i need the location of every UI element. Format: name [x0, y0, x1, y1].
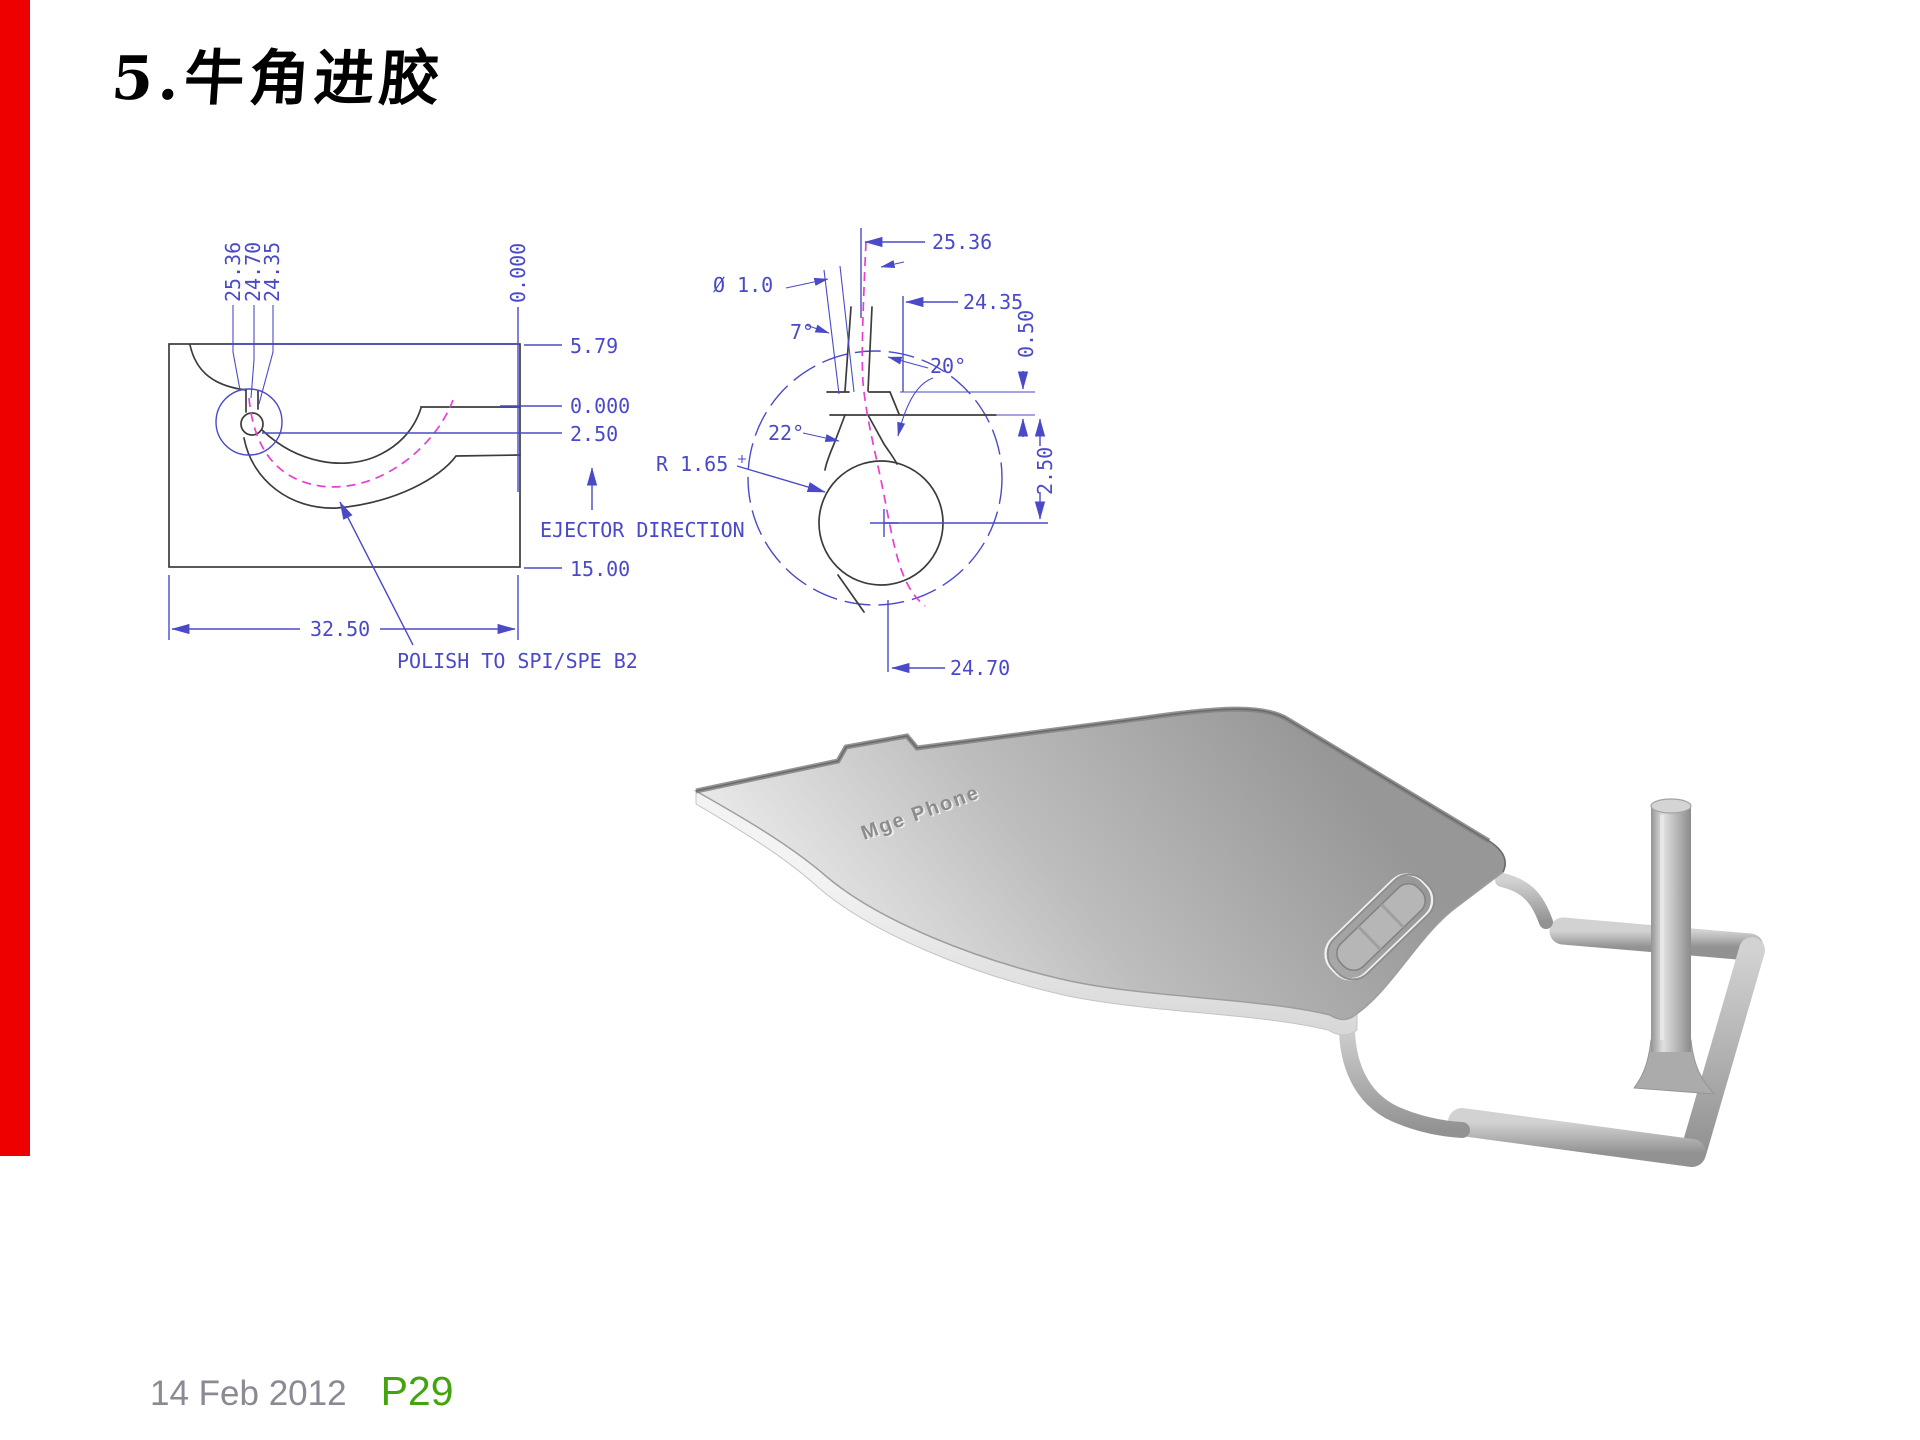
dim-step-0-50: 0.50: [1014, 310, 1038, 358]
runner-frame: [1448, 917, 1765, 1167]
dim-depth-2-50: 2.50: [1033, 447, 1057, 495]
dim-radius-r1-65: R 1.65: [656, 452, 728, 476]
dim-top-25-36: 25.36: [932, 230, 992, 254]
detail-dimension-lines: [736, 228, 1048, 674]
detail-indicator-circle: [215, 388, 283, 456]
dim-x-24-70: 24.70: [241, 242, 265, 302]
dim-x-datum: 0.000: [506, 243, 530, 303]
detail-boundary-circle: [747, 350, 1003, 606]
detail-view: 25.36 Ø 1.0 24.35 0.50 7° 20° 22° R 1.65…: [656, 228, 1057, 680]
dim-y-5-79: 5.79: [570, 334, 618, 358]
section-dimension-lines: [168, 305, 598, 646]
dim-x-24-35: 24.35: [260, 242, 284, 302]
gate-detail-centerline: [861, 241, 926, 607]
dim-y-15-00: 15.00: [570, 557, 630, 581]
dim-y-0: 0.000: [570, 394, 630, 418]
dim-x-25-36: 25.36: [221, 242, 245, 302]
section-view: 25.36 24.70 24.35 0.000 5.79 0.000 2.50 …: [168, 242, 745, 673]
polish-leader: [339, 501, 414, 646]
gate-detail-outline: [818, 306, 997, 613]
gate-centerline: [248, 397, 454, 488]
plate-top-face: [693, 708, 1506, 1021]
polish-note: POLISH TO SPI/SPE B2: [397, 649, 638, 673]
dim-angle-22: 22°: [768, 421, 804, 445]
ejector-direction-note: EJECTOR DIRECTION: [540, 518, 745, 542]
footer-page-number: P29: [380, 1368, 454, 1414]
accent-bar: [0, 0, 30, 1156]
dim-bottom-24-70: 24.70: [950, 656, 1010, 680]
dim-right-24-35: 24.35: [963, 290, 1023, 314]
cover-plate: Mge Phone Mge Phone: [693, 706, 1506, 1036]
sprue-cylinder: [1633, 798, 1716, 1095]
gate-tip-ball: [240, 412, 264, 436]
horn-gate-right: [1495, 873, 1553, 929]
footer: 14 Feb 2012 P29: [150, 1368, 454, 1415]
dim-width-32-50: 32.50: [310, 617, 370, 641]
horn-gate-bottom: [1338, 1014, 1470, 1138]
model-3d-render: Mge Phone Mge Phone: [693, 706, 1765, 1167]
footer-date: 14 Feb 2012: [150, 1374, 347, 1413]
mold-block-outline: [168, 343, 521, 568]
dim-angle-7: 7°: [790, 320, 814, 344]
dim-y-2-50: 2.50: [570, 422, 618, 446]
plate-slot: [1324, 873, 1436, 981]
dim-angle-20: 20°: [930, 354, 966, 378]
dim-gate-dia: Ø 1.0: [713, 273, 773, 297]
